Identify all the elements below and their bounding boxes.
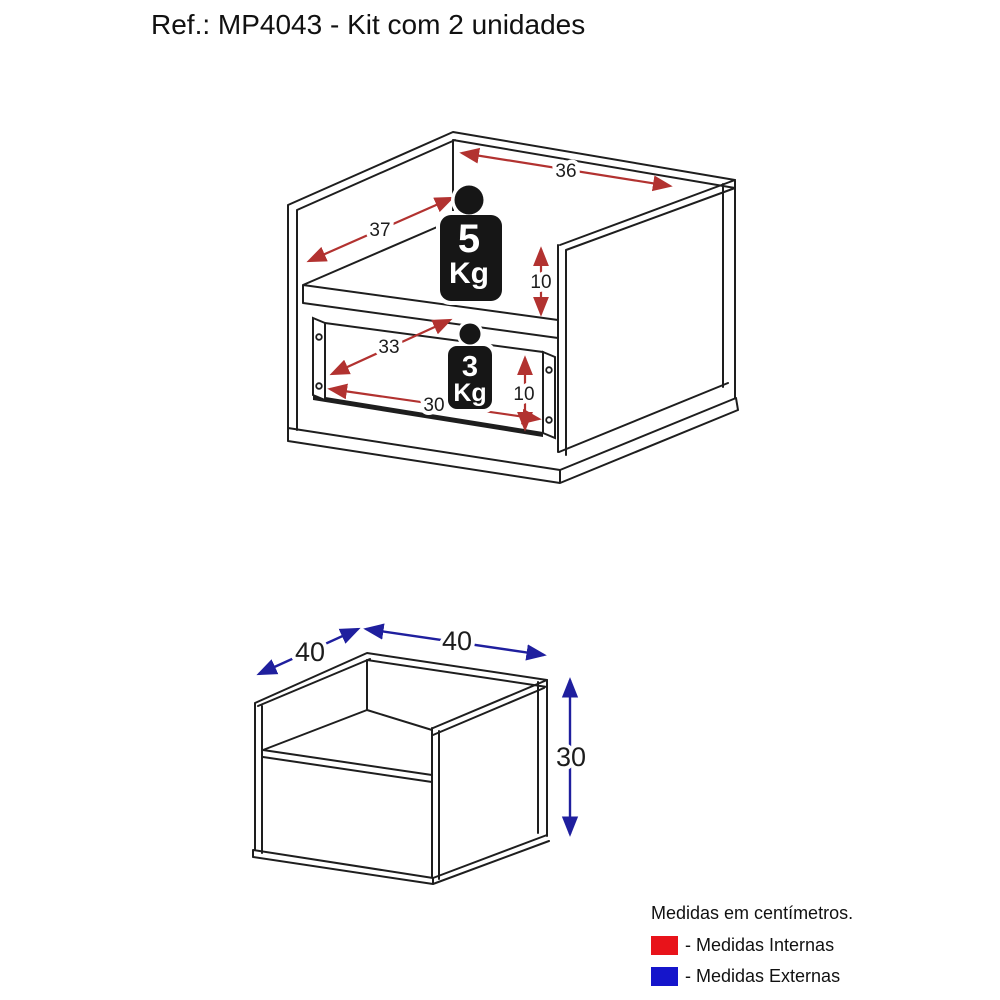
dim-external-height: 30 [552,677,590,837]
legend-item-external: - Medidas Externas [651,966,853,987]
weight-3kg-icon: 3 Kg [444,320,496,413]
dim-internal-depth: 37 [306,196,455,263]
dim-label: 40 [295,637,325,667]
dim-internal-lower-height: 10 [509,355,539,432]
cabinet-external-view-drawing: 40 40 30 [252,622,590,885]
weight-unit: Kg [449,257,489,290]
screw-hole [315,382,323,390]
cabinet-base [287,382,739,484]
cabinet-right-wall-outer [431,679,548,880]
cabinet-right-wall [557,179,736,456]
dim-internal-back-width: 36 [459,147,673,192]
dim-label: 10 [513,384,534,405]
cabinet-interior-and-drawer-top [262,659,433,783]
drawer-slide-rails [312,316,556,440]
cabinet-top-edges-and-sides [254,652,548,854]
screw-hole [545,366,553,374]
weight-5kg-icon: 5 Kg [436,182,506,305]
screw-hole [315,333,323,341]
dim-label: 37 [369,220,390,241]
dim-label: 36 [555,161,576,182]
legend-item-internal: - Medidas Internas [651,935,853,956]
internal-measures-swatch [651,936,678,955]
cabinet-left-back-walls [287,131,736,431]
legend-item-label: - Medidas Internas [685,935,835,955]
dim-label: 10 [530,272,551,293]
page-title: Ref.: MP4043 - Kit com 2 unidades [151,9,586,40]
weight-value: 5 [458,217,480,261]
slide-right-plate [542,350,556,440]
dim-label: 30 [556,742,586,772]
cabinet-base-bottom [252,834,550,885]
legend-note: Medidas em centímetros. [651,903,854,923]
cabinet-internal-view-drawing: 36 37 10 33 30 10 [287,131,739,484]
dim-label: 40 [442,626,472,656]
legend-item-label: - Medidas Externas [685,966,841,986]
external-measures-swatch [651,967,678,986]
legend: Medidas em centímetros. - Medidas Intern… [651,903,853,997]
dim-internal-drawer-width: 30 [327,383,542,425]
cabinet-shelf [302,220,559,339]
weight-unit: Kg [453,379,486,407]
dim-external-depth: 40 [256,627,361,676]
dim-internal-slide-span: 33 [329,318,453,376]
weight-value: 3 [462,351,478,383]
screw-hole [545,416,553,424]
dim-label: 33 [378,337,399,358]
dim-internal-upper-height: 10 [526,246,556,317]
dim-label: 30 [423,395,444,416]
dim-external-width: 40 [363,622,547,661]
